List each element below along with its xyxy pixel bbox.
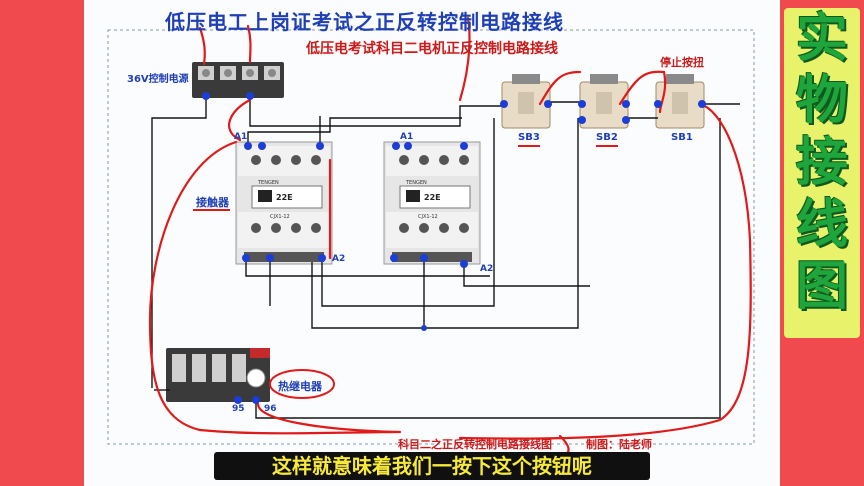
- power-label: 36V控制电源: [127, 74, 189, 85]
- left-red-bar: [0, 0, 84, 486]
- sb1-label: SB1: [671, 132, 693, 143]
- contactor-2-badge: 22E: [424, 193, 441, 202]
- sb3-label: SB3: [518, 132, 540, 143]
- sb2-label: SB2: [596, 132, 618, 143]
- push-button-sb2: [579, 74, 629, 129]
- contactor-1-badge: 22E: [276, 193, 293, 202]
- contactor-2-a1-label: A1: [400, 132, 414, 142]
- contactor-label: 接触器: [196, 196, 229, 209]
- black-wiring: [151, 98, 740, 419]
- label-highlights: [193, 145, 618, 399]
- push-button-sb1: [655, 74, 705, 129]
- side-title-panel: 实 物 接 线 图: [784, 8, 860, 338]
- contactor-2-a2-label: A2: [480, 264, 494, 274]
- contactor-1-a1-label: A1: [234, 132, 248, 142]
- contactor-2-model: CJX1-12: [418, 214, 438, 220]
- terminal-95-label: 95: [232, 404, 245, 414]
- frame-border: [107, 29, 755, 445]
- push-button-sb3: [501, 74, 551, 129]
- terminal-96-label: 96: [264, 404, 277, 414]
- side-title-char: 图: [795, 257, 848, 317]
- side-title-char: 接: [795, 133, 848, 193]
- contactor-1-model: CJX1-12: [270, 214, 290, 220]
- side-title-char: 线: [795, 195, 848, 255]
- contactor-2: [383, 141, 481, 265]
- contactor-1-a2-label: A2: [332, 254, 346, 264]
- diagram-footnote: 科目二之正反转控制电路接线图: [398, 438, 552, 451]
- contactor-2-brand: TENGEN: [405, 180, 427, 186]
- red-wiring: [148, 16, 752, 460]
- page-title: 低压电工上岗证考试之正反转控制电路接线: [165, 10, 564, 34]
- connection-nodes: [202, 92, 706, 404]
- diagram-author: 制图：陆老师: [586, 438, 652, 451]
- side-title-char: 物: [795, 71, 848, 131]
- video-subtitle-caption: 这样就意味着我们一按下这个按钮呢: [214, 452, 650, 480]
- page-subtitle: 低压电考试科目二电机正反控制电路接线: [306, 41, 558, 57]
- contactor-1: [235, 141, 333, 265]
- contactor-1-brand: TENGEN: [257, 180, 279, 186]
- power-terminal-block: [192, 62, 284, 98]
- stop-button-label: 停止按扭: [660, 56, 704, 69]
- side-title-char: 实: [795, 9, 848, 69]
- thermal-relay: [166, 348, 270, 402]
- thermal-relay-label: 热继电器: [278, 380, 322, 393]
